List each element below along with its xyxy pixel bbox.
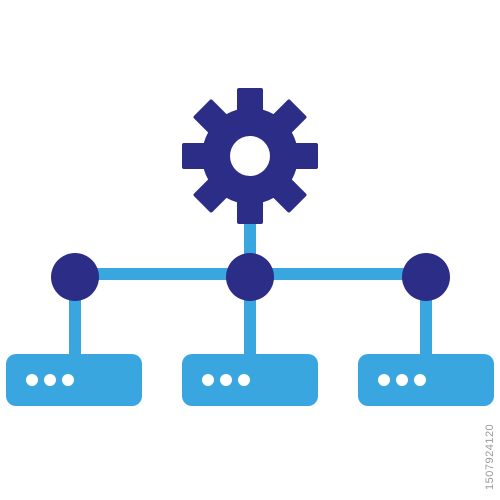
left-drop-line [69,290,81,354]
right-node [402,253,450,301]
right-drop-line [420,290,432,354]
server-dot [238,374,250,386]
left-node [51,253,99,301]
server-dot [414,374,426,386]
server-right [358,354,494,406]
center-node [226,253,274,301]
server-dot [26,374,38,386]
server-center [182,354,318,406]
server-dot [62,374,74,386]
gear-hole [230,136,270,176]
server-dot [220,374,232,386]
server-dot [202,374,214,386]
server-dot [396,374,408,386]
gear-connector-line [244,222,256,262]
center-drop-line [244,290,256,354]
server-left [6,354,142,406]
network-nodes [51,253,450,301]
server-dot [378,374,390,386]
server-dot [44,374,56,386]
stock-image-id: 1507924120 [484,423,496,490]
gear-icon [182,88,318,224]
